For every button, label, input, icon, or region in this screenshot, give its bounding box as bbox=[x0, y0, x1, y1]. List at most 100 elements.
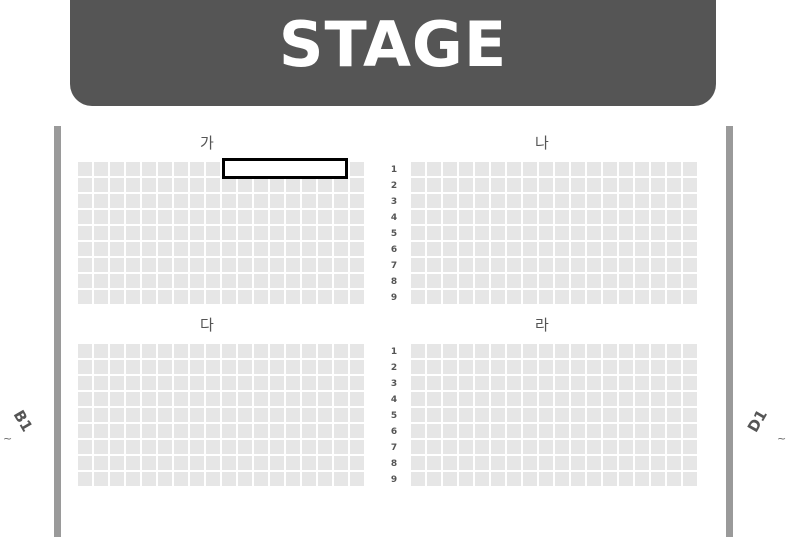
seat[interactable] bbox=[190, 162, 204, 176]
seat[interactable] bbox=[491, 472, 505, 486]
seat[interactable] bbox=[443, 194, 457, 208]
seat[interactable] bbox=[94, 178, 108, 192]
seat[interactable] bbox=[587, 178, 601, 192]
seat[interactable] bbox=[158, 392, 172, 406]
seat[interactable] bbox=[683, 408, 697, 422]
seat[interactable] bbox=[427, 376, 441, 390]
seat[interactable] bbox=[427, 440, 441, 454]
seat[interactable] bbox=[78, 408, 92, 422]
seat[interactable] bbox=[190, 226, 204, 240]
seat[interactable] bbox=[94, 376, 108, 390]
seat[interactable] bbox=[110, 408, 124, 422]
seat[interactable] bbox=[286, 440, 300, 454]
seat[interactable] bbox=[459, 274, 473, 288]
seat[interactable] bbox=[174, 456, 188, 470]
seat[interactable] bbox=[126, 344, 140, 358]
seat[interactable] bbox=[270, 226, 284, 240]
seat[interactable] bbox=[238, 472, 252, 486]
seat[interactable] bbox=[286, 424, 300, 438]
seat[interactable] bbox=[254, 178, 268, 192]
seat[interactable] bbox=[683, 456, 697, 470]
seat[interactable] bbox=[126, 194, 140, 208]
seat[interactable] bbox=[254, 424, 268, 438]
seat[interactable] bbox=[635, 472, 649, 486]
seat[interactable] bbox=[318, 392, 332, 406]
seat[interactable] bbox=[222, 376, 236, 390]
seat[interactable] bbox=[286, 178, 300, 192]
seat[interactable] bbox=[667, 258, 681, 272]
seat[interactable] bbox=[459, 194, 473, 208]
seat[interactable] bbox=[587, 360, 601, 374]
seat[interactable] bbox=[619, 472, 633, 486]
seat[interactable] bbox=[619, 408, 633, 422]
seat[interactable] bbox=[443, 344, 457, 358]
seat[interactable] bbox=[222, 424, 236, 438]
seat[interactable] bbox=[334, 456, 348, 470]
seat[interactable] bbox=[443, 360, 457, 374]
seat[interactable] bbox=[651, 290, 665, 304]
seat[interactable] bbox=[635, 344, 649, 358]
seat[interactable] bbox=[555, 440, 569, 454]
seat[interactable] bbox=[222, 226, 236, 240]
seat[interactable] bbox=[443, 376, 457, 390]
seat[interactable] bbox=[667, 162, 681, 176]
seat[interactable] bbox=[286, 242, 300, 256]
seat[interactable] bbox=[539, 408, 553, 422]
seat[interactable] bbox=[651, 194, 665, 208]
seat[interactable] bbox=[126, 178, 140, 192]
seat[interactable] bbox=[126, 226, 140, 240]
seat[interactable] bbox=[110, 424, 124, 438]
seat[interactable] bbox=[683, 274, 697, 288]
seat[interactable] bbox=[142, 210, 156, 224]
seat[interactable] bbox=[238, 456, 252, 470]
seat[interactable] bbox=[491, 274, 505, 288]
seat[interactable] bbox=[206, 456, 220, 470]
seat[interactable] bbox=[491, 210, 505, 224]
seat[interactable] bbox=[78, 226, 92, 240]
seat[interactable] bbox=[555, 178, 569, 192]
seat[interactable] bbox=[190, 242, 204, 256]
seat[interactable] bbox=[427, 290, 441, 304]
seat[interactable] bbox=[126, 456, 140, 470]
seat[interactable] bbox=[667, 376, 681, 390]
seat[interactable] bbox=[571, 242, 585, 256]
seat[interactable] bbox=[270, 274, 284, 288]
seat[interactable] bbox=[523, 290, 537, 304]
seat[interactable] bbox=[507, 360, 521, 374]
seat[interactable] bbox=[411, 472, 425, 486]
seat[interactable] bbox=[286, 408, 300, 422]
seat[interactable] bbox=[459, 376, 473, 390]
seat[interactable] bbox=[174, 408, 188, 422]
seat[interactable] bbox=[491, 290, 505, 304]
seat[interactable] bbox=[603, 360, 617, 374]
seat[interactable] bbox=[94, 210, 108, 224]
seat[interactable] bbox=[158, 194, 172, 208]
seat[interactable] bbox=[174, 360, 188, 374]
seat[interactable] bbox=[411, 424, 425, 438]
seat[interactable] bbox=[411, 242, 425, 256]
seat[interactable] bbox=[427, 210, 441, 224]
seat[interactable] bbox=[683, 258, 697, 272]
seat[interactable] bbox=[619, 456, 633, 470]
seat[interactable] bbox=[222, 178, 236, 192]
seat[interactable] bbox=[206, 392, 220, 406]
seat[interactable] bbox=[491, 162, 505, 176]
seat[interactable] bbox=[318, 440, 332, 454]
seat[interactable] bbox=[667, 194, 681, 208]
seat[interactable] bbox=[539, 440, 553, 454]
seat[interactable] bbox=[539, 472, 553, 486]
seat[interactable] bbox=[350, 178, 364, 192]
seat[interactable] bbox=[174, 194, 188, 208]
seat[interactable] bbox=[206, 440, 220, 454]
seat[interactable] bbox=[302, 226, 316, 240]
seat[interactable] bbox=[539, 290, 553, 304]
seat[interactable] bbox=[302, 242, 316, 256]
seat[interactable] bbox=[254, 344, 268, 358]
seat[interactable] bbox=[491, 408, 505, 422]
seat[interactable] bbox=[158, 274, 172, 288]
seat[interactable] bbox=[635, 456, 649, 470]
seat[interactable] bbox=[603, 392, 617, 406]
seat[interactable] bbox=[126, 360, 140, 374]
seat[interactable] bbox=[142, 226, 156, 240]
seat[interactable] bbox=[190, 440, 204, 454]
